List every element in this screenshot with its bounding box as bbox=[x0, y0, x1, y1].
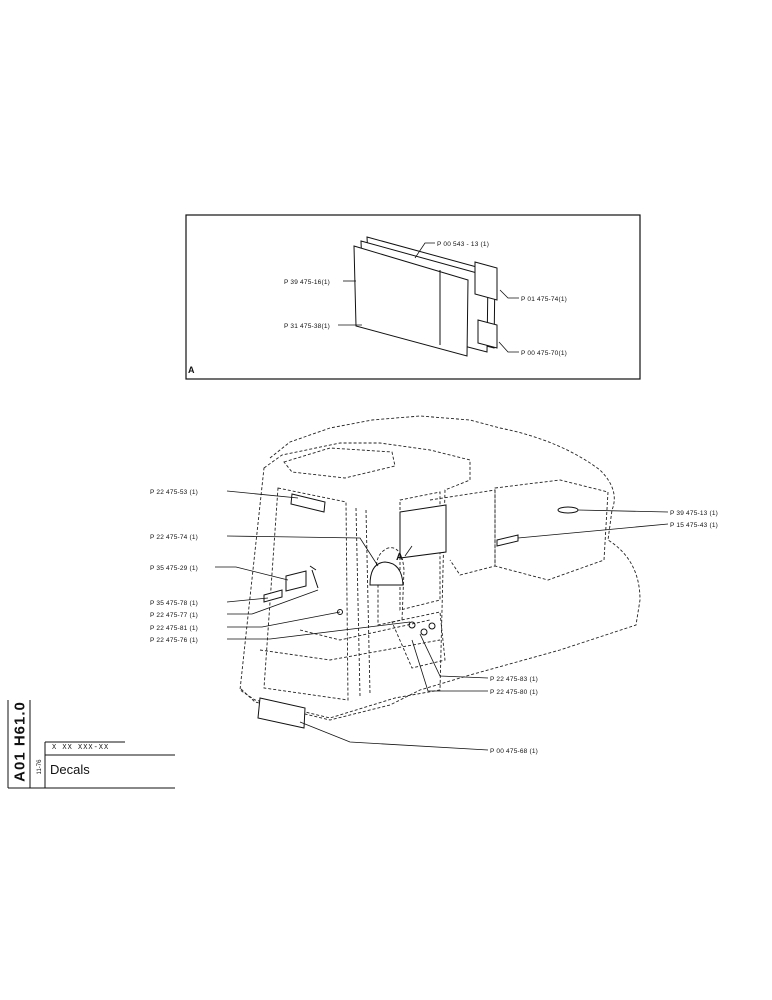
leader-m9 bbox=[517, 523, 669, 539]
decal-cab-top bbox=[290, 493, 326, 513]
control-knob-2 bbox=[420, 628, 428, 636]
leader-m2 bbox=[226, 535, 379, 567]
callout-m12: P 00 475-68 (1) bbox=[490, 748, 538, 755]
callout-m1: P 22 475-53 (1) bbox=[150, 489, 198, 496]
detail-a-view: A P 00 543 - 13 (1) P 39 475-16(1) P 01 … bbox=[185, 214, 641, 380]
decal-rear-wall bbox=[399, 504, 447, 559]
control-knob-4 bbox=[337, 609, 343, 615]
cab-frame bbox=[239, 442, 471, 719]
decal-left-small bbox=[263, 589, 283, 603]
part-code: X XX XXX-XX bbox=[52, 744, 110, 752]
leader-d3 bbox=[499, 289, 519, 299]
superstructure-outline bbox=[239, 415, 641, 721]
decal-strip-bottom bbox=[477, 319, 498, 349]
leader-m3 bbox=[215, 566, 289, 581]
leader-d1 bbox=[414, 242, 435, 259]
callout-m11: P 22 475-80 (1) bbox=[490, 689, 538, 696]
drawing-number: A01 H61.0 bbox=[8, 700, 30, 788]
leader-m12 bbox=[299, 721, 489, 751]
callout-d3: P 01 475-74(1) bbox=[521, 296, 567, 303]
control-knob-1 bbox=[408, 621, 416, 629]
cab-floor bbox=[259, 619, 441, 661]
detail-a-letter: A bbox=[188, 365, 195, 375]
decal-left-panel bbox=[285, 570, 307, 592]
counterweight-box bbox=[494, 479, 609, 581]
decal-round-plate bbox=[369, 561, 404, 586]
decal-door-bottom bbox=[257, 697, 306, 729]
leader-m6 bbox=[227, 611, 341, 628]
cab-door-frame bbox=[263, 487, 349, 701]
leader-m1 bbox=[226, 490, 299, 499]
title-block-lines bbox=[7, 700, 175, 789]
drawing-number-text: A01 H61.0 bbox=[11, 701, 29, 782]
control-console bbox=[391, 611, 446, 669]
callout-m10: P 22 475-83 (1) bbox=[490, 676, 538, 683]
detail-a-frame bbox=[185, 214, 641, 380]
cab-window-pillar bbox=[355, 507, 371, 697]
revision-date: 11-76 bbox=[33, 752, 45, 786]
leader-m11 bbox=[411, 639, 488, 692]
engine-hood bbox=[429, 489, 496, 576]
callout-m4: P 35 475-78 (1) bbox=[150, 600, 198, 607]
view-marker-arrow bbox=[404, 545, 413, 557]
callout-d5: P 00 475-70(1) bbox=[521, 350, 567, 357]
callout-m7: P 22 475-76 (1) bbox=[150, 637, 198, 644]
callout-m9: P 15 475-43 (1) bbox=[670, 522, 718, 529]
callout-m8: P 39 475-13 (1) bbox=[670, 510, 718, 517]
leader-m10 bbox=[419, 633, 489, 679]
decal-hood-strip bbox=[496, 534, 519, 547]
control-knob-3 bbox=[428, 622, 436, 630]
view-marker-a: A bbox=[396, 552, 403, 563]
callout-m3: P 35 475-29 (1) bbox=[150, 565, 198, 572]
callout-m5: P 22 475-77 (1) bbox=[150, 612, 198, 619]
joystick bbox=[309, 565, 319, 589]
leader-m8 bbox=[577, 509, 669, 513]
leader-m5 bbox=[227, 589, 319, 615]
callout-d1: P 00 543 - 13 (1) bbox=[437, 241, 489, 248]
decal-strip-top bbox=[474, 261, 498, 301]
leader-d5 bbox=[498, 341, 519, 353]
fuel-cap bbox=[557, 506, 579, 514]
callout-m2: P 22 475-74 (1) bbox=[150, 534, 198, 541]
callout-d4: P 31 475-38(1) bbox=[284, 323, 330, 330]
revision-date-text: 11-76 bbox=[37, 759, 43, 775]
sheet-title: Decals bbox=[50, 762, 90, 777]
machine-isometric-view: A P 22 475-53 (1) P 22 475-74 (1) P 35 4… bbox=[150, 415, 718, 755]
cab-roof-panel bbox=[283, 447, 396, 479]
callout-d2: P 39 475-16(1) bbox=[284, 279, 330, 286]
leader-m4 bbox=[226, 597, 269, 603]
leader-m7 bbox=[227, 621, 411, 640]
callout-m6: P 22 475-81 (1) bbox=[150, 625, 198, 632]
